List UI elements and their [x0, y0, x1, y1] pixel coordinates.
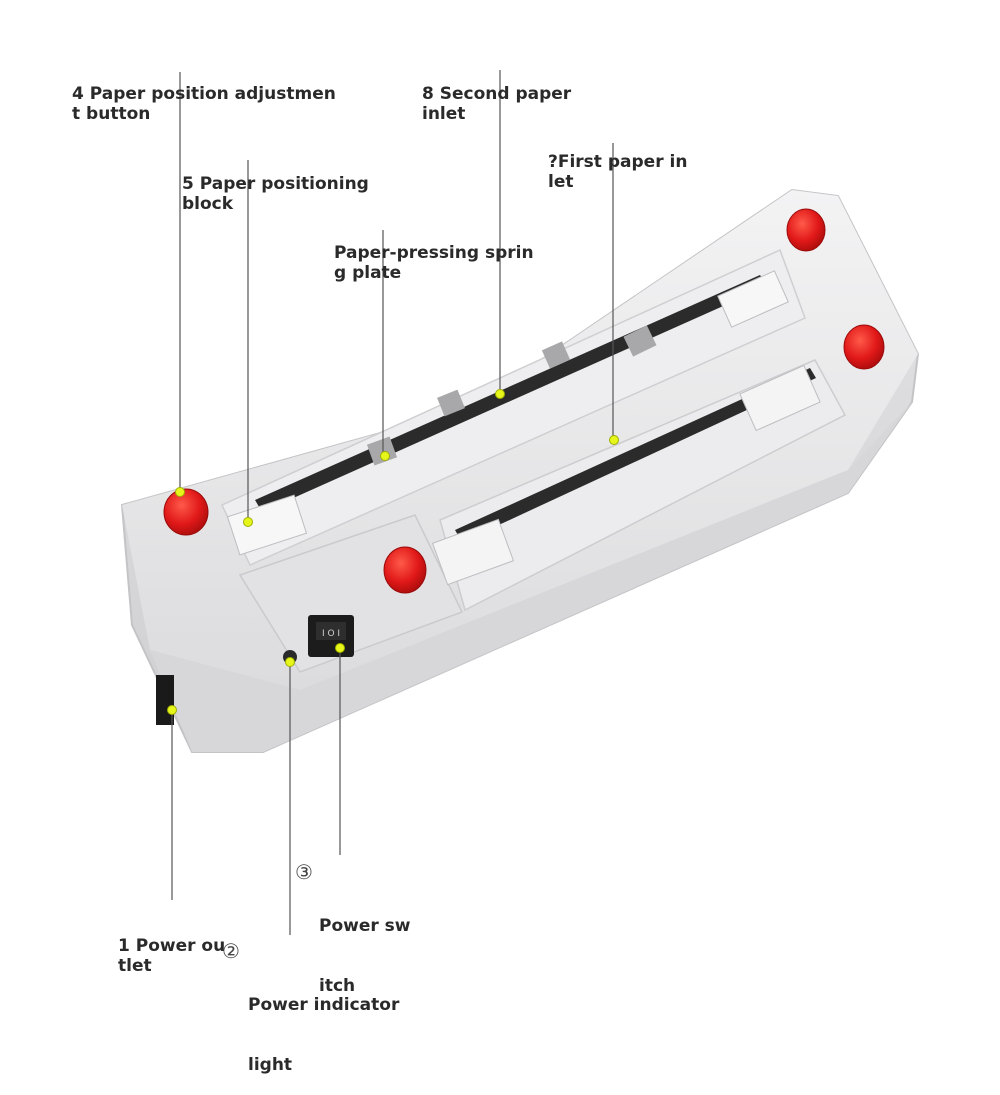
- paper-position-adjustment-knob[interactable]: [786, 208, 826, 252]
- paper-positioning-block-left: [226, 494, 308, 556]
- spring-plate: [541, 341, 571, 369]
- marker-dots: [167, 389, 619, 715]
- spring-plate: [623, 325, 657, 357]
- circled-number-2: ②: [222, 939, 240, 963]
- paper-positioning-block-lower-right: [739, 364, 821, 432]
- paper-position-adjustment-knob[interactable]: [843, 324, 885, 370]
- first-paper-inlet-slot: [455, 368, 816, 542]
- circled-number-3: ③: [295, 860, 313, 884]
- label-power-switch: ③ Power sw itch: [295, 860, 411, 996]
- paper-position-adjustment-knob[interactable]: [383, 546, 427, 594]
- paper-positioning-block-right: [717, 270, 789, 328]
- paper-position-adjustment-knob[interactable]: [163, 488, 209, 536]
- machine-front-face: [150, 402, 912, 752]
- leader-lines: [171, 70, 614, 935]
- spring-plate: [437, 389, 465, 417]
- label-power-indicator-light: ② Power indicator light: [222, 939, 400, 1075]
- power-switch-marking: I O I: [322, 629, 340, 639]
- paper-positioning-block-lower-left: [431, 518, 515, 586]
- machine-diagram: I O I: [120, 70, 920, 935]
- power-outlet: [156, 675, 174, 725]
- power-switch[interactable]: I O I: [308, 615, 354, 657]
- spring-plate: [366, 436, 398, 466]
